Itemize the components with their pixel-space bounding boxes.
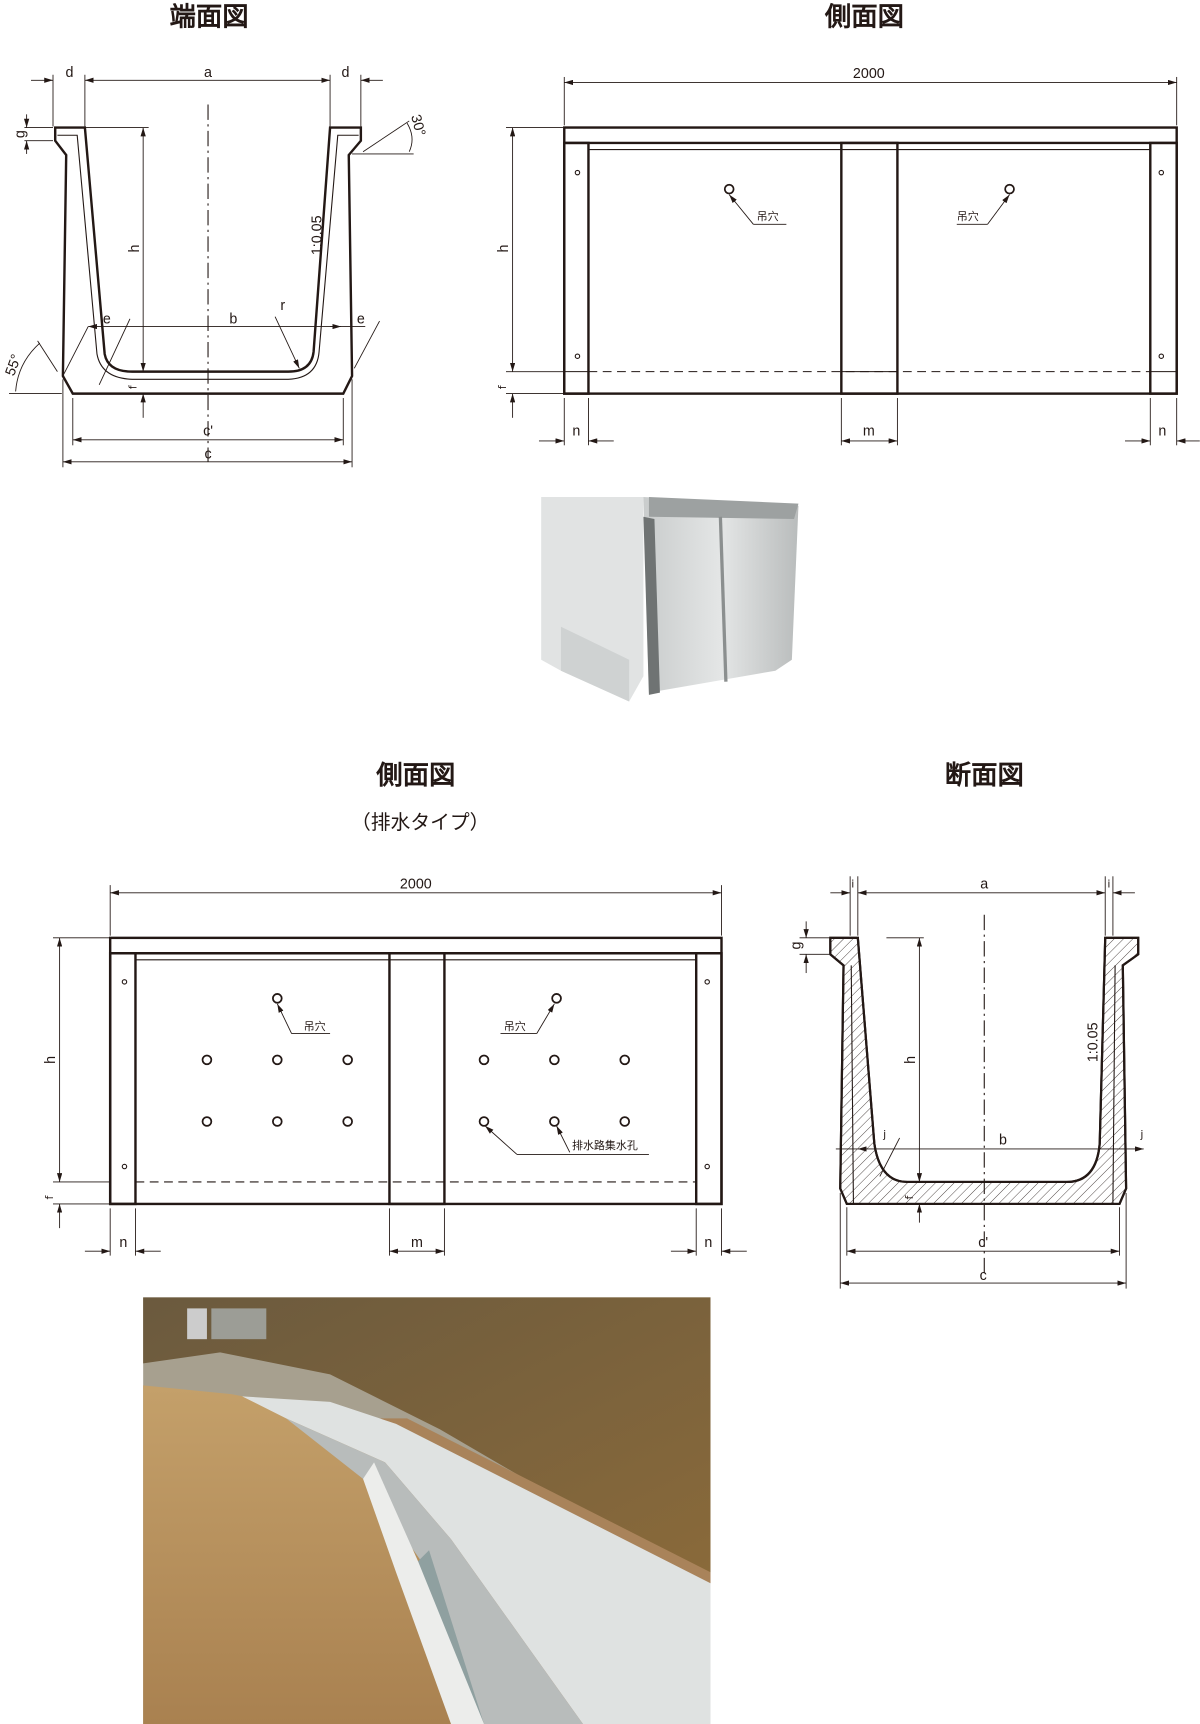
section-view-title: 断面図 (945, 760, 1024, 791)
angle-30: 30° (407, 113, 428, 138)
dim-n: n (572, 423, 580, 439)
dim-i-right: i (1107, 877, 1110, 890)
dim-g: g (12, 130, 28, 138)
dim-c-prime: c' (203, 423, 213, 439)
end-view: 端面図 d a d g h f 1:0.05 30° 55° e b e r c… (3, 2, 428, 468)
dim-c: c (980, 1268, 987, 1284)
lifting-hole-label: 吊穴 (304, 1019, 326, 1033)
dim-d-right: d (341, 65, 349, 81)
site-photo (143, 1297, 711, 1724)
dim-h: h (496, 244, 512, 252)
dim-c-prime: c' (978, 1235, 988, 1251)
dim-n-right: n (704, 1235, 712, 1251)
dim-m: m (863, 423, 875, 439)
side-view-drain-title: 側面図 (375, 761, 455, 791)
lifting-hole-label: 吊穴 (504, 1019, 526, 1033)
dim-a: a (980, 876, 988, 892)
dim-f: f (496, 384, 509, 389)
slope-label: 1:0.05 (1086, 1022, 1102, 1062)
lifting-holes (272, 993, 562, 1004)
dim-length: 2000 (853, 66, 885, 82)
drain-hole-label: 排水路集水孔 (572, 1138, 638, 1152)
dim-j: j (882, 1128, 886, 1141)
angle-55: 55° (3, 352, 25, 378)
section-view: 断面図 i a i g h f 1:0.05 j b j c' c (789, 760, 1144, 1289)
dim-d: d (66, 65, 74, 81)
dim-e: e (103, 311, 111, 327)
side-view-title: 側面図 (824, 2, 904, 32)
dim-n-right: n (1158, 423, 1166, 439)
dim-j-right: j (1139, 1128, 1143, 1141)
dim-e-right: e (357, 311, 365, 327)
lifting-hole-label: 吊穴 (757, 209, 779, 223)
dim-n: n (119, 1235, 127, 1251)
dim-a: a (204, 65, 212, 81)
dim-r: r (280, 298, 285, 314)
dim-b: b (999, 1133, 1007, 1149)
side-view: 側面図 吊穴 吊穴 2000 h f n m n (496, 2, 1200, 446)
dim-length: 2000 (400, 876, 432, 892)
dim-h: h (127, 244, 143, 252)
dim-f: f (903, 1195, 916, 1200)
drain-holes (201, 1054, 631, 1127)
dim-m: m (411, 1235, 423, 1251)
lifting-hole (723, 183, 735, 195)
product-photo (541, 496, 799, 702)
dim-f: f (127, 384, 140, 389)
drain-type-subtitle: （排水タイプ） (351, 811, 489, 834)
dim-i: i (851, 877, 854, 890)
dim-g: g (789, 942, 805, 950)
lifting-hole-label: 吊穴 (957, 209, 979, 223)
lifting-hole (1004, 183, 1015, 195)
dim-h: h (43, 1056, 59, 1064)
dim-h: h (903, 1056, 919, 1064)
end-view-title: 端面図 (170, 2, 249, 32)
side-view-drain: 側面図 （排水タイプ） 吊穴 吊穴 排水路集水孔 2000 h f n m n (43, 761, 747, 1256)
dim-f: f (43, 1195, 56, 1200)
dim-b: b (229, 311, 237, 327)
slope-label: 1:0.05 (309, 215, 325, 255)
dim-c: c (204, 446, 211, 462)
